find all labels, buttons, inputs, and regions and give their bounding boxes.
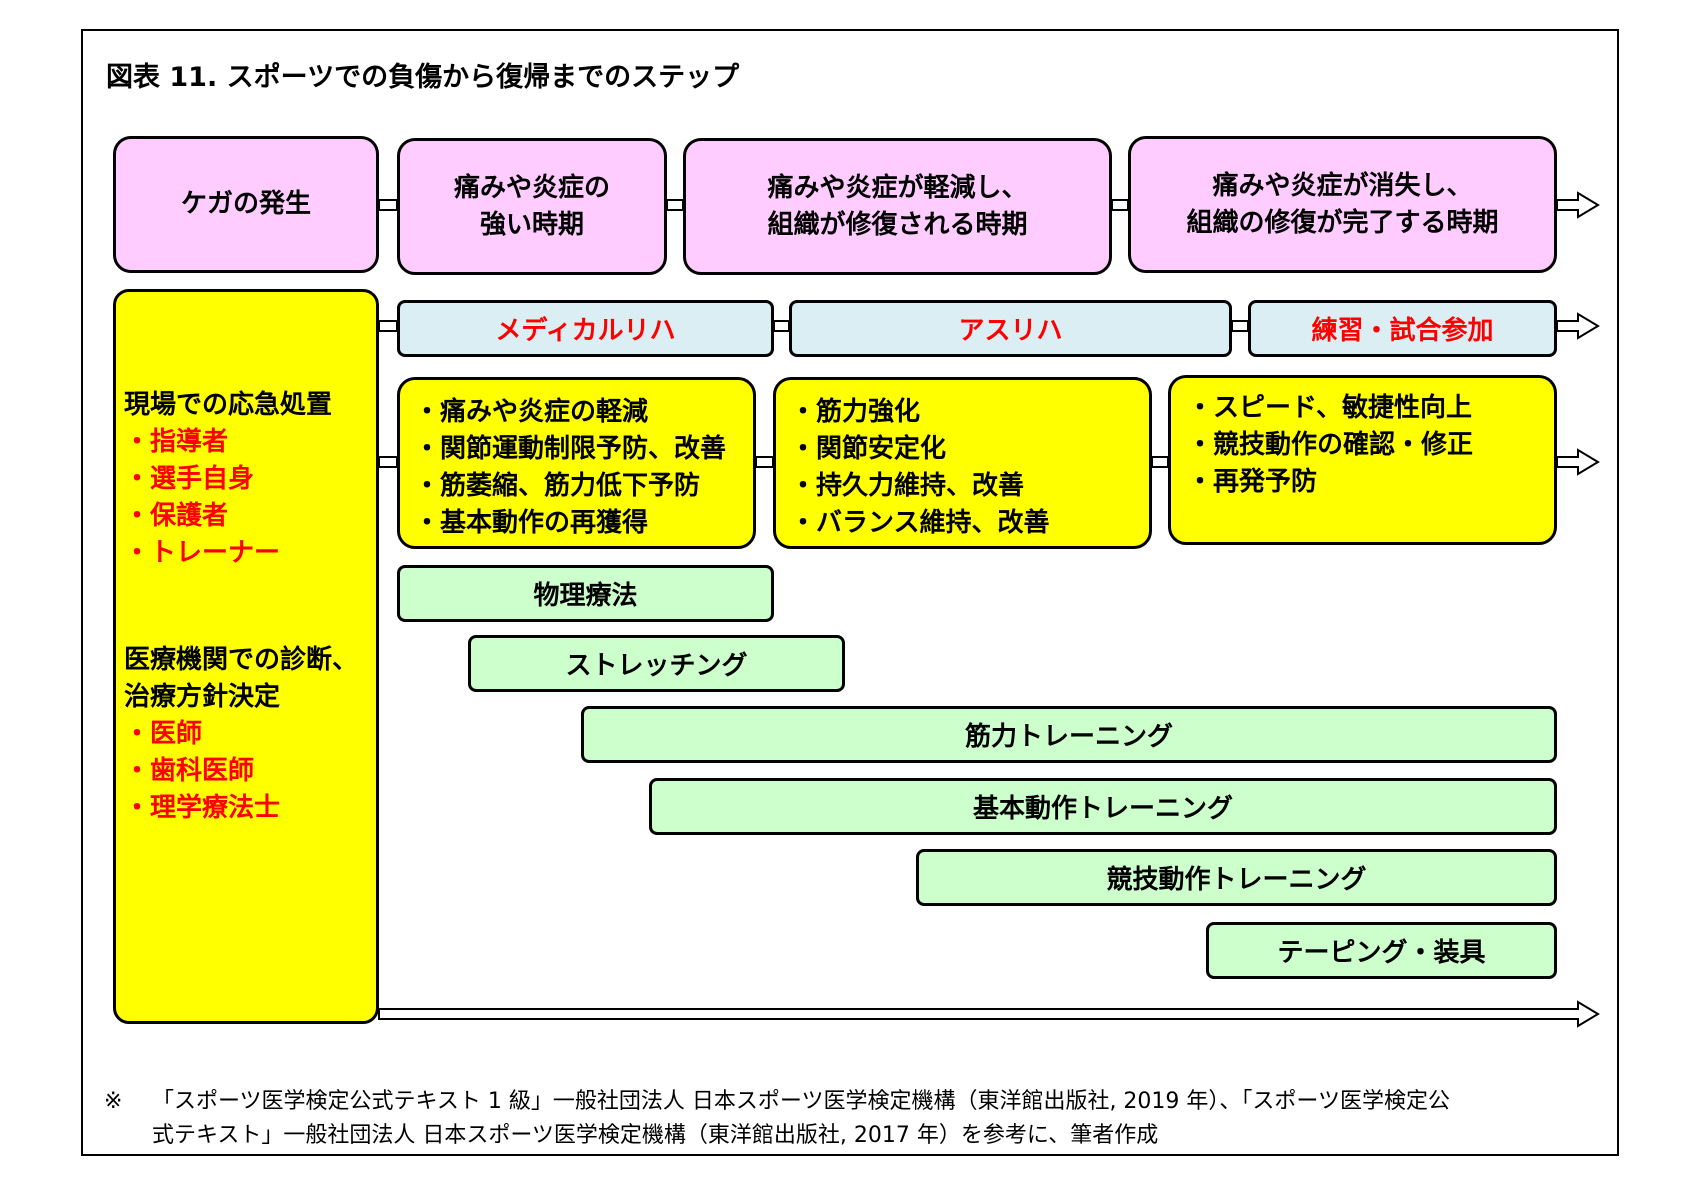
goals-box-medical: ・痛みや炎症の軽減 ・関節運動制限予防、改善 ・筋萎縮、筋力低下予防 ・基本動作… [397, 377, 756, 549]
diagnosis-role: ・理学療法士 [124, 793, 281, 823]
training-label: 筋力トレーニング [964, 722, 1173, 752]
phase-box-injury: ケガの発生 [113, 136, 379, 273]
goal-item: ・筋萎縮、筋力低下予防 [414, 471, 701, 501]
figure-title: 図表 11. スポーツでの負傷から復帰までのステップ [106, 62, 740, 93]
connector [1151, 456, 1169, 468]
first-aid-role: ・トレーナー [124, 538, 281, 568]
stage-label: メディカルリハ [495, 316, 676, 346]
goals-box-return: ・スピード、敏捷性向上 ・競技動作の確認・修正 ・再発予防 [1168, 375, 1557, 545]
phase-box-repair: 痛みや炎症が軽減し、 組織が修復される時期 [683, 138, 1112, 275]
phase-label-line: 痛みや炎症の [453, 172, 610, 203]
training-strength: 筋力トレーニング [581, 706, 1557, 763]
stage-label: アスリハ [958, 316, 1063, 346]
connector [378, 456, 398, 468]
connector [755, 456, 774, 468]
first-aid-role: ・指導者 [124, 427, 229, 457]
goal-item: ・関節運動制限予防、改善 [414, 434, 727, 464]
footnote-line: 「スポーツ医学検定公式テキスト 1 級」一般社団法人 日本スポーツ医学検定機構（… [152, 1089, 1450, 1114]
diagnosis-role: ・歯科医師 [124, 756, 255, 786]
phase-label-line: 強い時期 [479, 209, 584, 240]
training-physical-therapy: 物理療法 [397, 565, 774, 622]
goal-item: ・バランス維持、改善 [790, 508, 1050, 538]
first-aid-heading: 現場での応急処置 [124, 390, 333, 420]
arrow-right-icon [378, 1000, 1600, 1028]
stage-practice-return: 練習・試合参加 [1248, 300, 1557, 357]
training-sport-movement: 競技動作トレーニング [916, 849, 1557, 906]
goal-item: ・スピード、敏捷性向上 [1187, 393, 1472, 423]
training-stretching: ストレッチング [468, 635, 845, 692]
phase-box-recovered: 痛みや炎症が消失し、 組織の修復が完了する時期 [1128, 136, 1557, 273]
connector [773, 320, 790, 332]
arrow-right-icon [1556, 448, 1600, 476]
goal-item: ・痛みや炎症の軽減 [414, 397, 649, 427]
arrow-right-icon [1556, 312, 1600, 340]
first-aid-role: ・保護者 [124, 501, 229, 531]
stage-athletic-rehab: アスリハ [789, 300, 1232, 357]
goal-item: ・筋力強化 [790, 397, 921, 427]
diagnosis-heading-line: 治療方針決定 [124, 682, 281, 712]
connector [1111, 199, 1129, 211]
figure-frame [81, 29, 1619, 1156]
arrow-right-icon [1556, 191, 1600, 219]
diagnosis-heading-line: 医療機関での診断、 [124, 645, 359, 675]
training-label: ストレッチング [565, 651, 748, 681]
goal-item: ・関節安定化 [790, 434, 947, 464]
training-label: 基本動作トレーニング [972, 794, 1233, 824]
training-label: 競技動作トレーニング [1106, 865, 1367, 895]
connector [1231, 320, 1249, 332]
footnote-mark: ※ [104, 1089, 123, 1114]
training-label: テーピング・装具 [1277, 938, 1486, 968]
connector [378, 320, 398, 332]
phase-label-line: 痛みや炎症が消失し、 [1212, 170, 1473, 201]
training-label: 物理療法 [533, 581, 638, 611]
goal-item: ・持久力維持、改善 [790, 471, 1025, 501]
footnote-line: 式テキスト」一般社団法人 日本スポーツ医学検定機構（東洋館出版社, 2017 年… [152, 1123, 1159, 1148]
connector [666, 199, 684, 211]
goal-item: ・再発予防 [1187, 467, 1318, 497]
goal-item: ・基本動作の再獲得 [414, 508, 649, 538]
phase-box-acute: 痛みや炎症の 強い時期 [397, 138, 667, 275]
diagnosis-role: ・医師 [124, 719, 203, 749]
stage-label: 練習・試合参加 [1311, 316, 1494, 346]
phase-label-line: 組織が修復される時期 [767, 209, 1028, 240]
training-taping-brace: テーピング・装具 [1206, 922, 1557, 979]
first-aid-diagnosis-panel: 現場での応急処置 ・指導者 ・選手自身 ・保護者 ・トレーナー 医療機関での診断… [113, 289, 379, 1024]
goal-item: ・競技動作の確認・修正 [1187, 430, 1474, 460]
training-basic-movement: 基本動作トレーニング [649, 778, 1557, 835]
first-aid-role: ・選手自身 [124, 464, 255, 494]
stage-medical-rehab: メディカルリハ [397, 300, 774, 357]
phase-label-line: 痛みや炎症が軽減し、 [767, 172, 1028, 203]
goals-box-athletic: ・筋力強化 ・関節安定化 ・持久力維持、改善 ・バランス維持、改善 [773, 377, 1152, 549]
connector [378, 199, 398, 211]
phase-label-line: 組織の修復が完了する時期 [1186, 207, 1499, 238]
phase-label: ケガの発生 [180, 189, 311, 219]
